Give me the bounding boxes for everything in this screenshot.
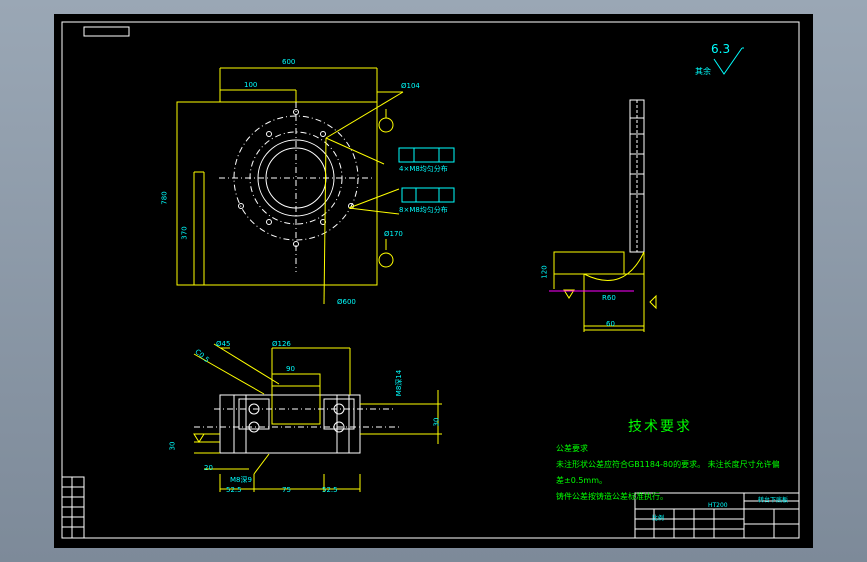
front-dim-left-height: 30 [168,441,177,451]
dim-top-offset: 100 [244,81,258,89]
roughness-label: 其余 [695,67,711,76]
title-part-name: 转台下底板 [758,497,789,504]
tech-line-4: 铸件公差按铸造公差标准执行。 [556,492,668,501]
dia-outer: Ø600 [337,298,356,306]
front-view [193,343,442,492]
title-sheet-label: 比例 [652,515,665,522]
tech-line-1: 公差要求 [556,444,588,453]
side-view [549,99,657,332]
dim-top-width: 600 [282,58,296,66]
top-plate-outline [176,101,378,286]
front-dim-bottom-mid: 75 [282,486,291,494]
note-upper: 4×M8均匀分布 [399,165,448,173]
front-dim-bottom-right: 52.5 [322,486,338,494]
front-dim-90: 90 [286,365,295,373]
note-lower: 8×M8均匀分布 [399,206,448,214]
roughness-value: 6.3 [711,42,731,56]
front-dim-thread-right: M8深14 [395,369,404,397]
tech-title: 技术要求 [628,419,692,435]
front-dim-m8: M8深9 [230,476,252,484]
bore-circle [257,139,335,217]
tech-line-3: 差±0.5mm。 [556,476,608,485]
side-dim-bottom: 60 [606,320,615,328]
roughness-symbol [713,47,744,75]
front-dim-45: Ø45 [216,340,231,348]
corner-label-box [83,26,130,37]
front-dim-bottom-left: 52.5 [226,486,242,494]
dia-bolt: Ø104 [401,82,420,90]
front-dim-right-height: 30 [432,417,441,427]
top-view [176,67,455,305]
dia-pcd: Ø170 [384,230,403,238]
side-dim-radius: R60 [602,294,616,302]
title-block [61,476,800,539]
outer-frame [61,21,800,539]
cad-drawing [61,21,800,539]
title-material: HT200 [708,502,728,509]
side-dim-vertical: 120 [540,265,549,279]
tech-line-2: 未注形状公差应符合GB1184-80的要求。 未注长度尺寸允许偏 [556,460,780,469]
dim-top-height: 780 [160,191,169,205]
front-dim-20: 20 [204,464,213,472]
drawing-sheet: 6.3 其余 600 100 780 370 Ø104 Ø170 Ø600 4×… [54,14,813,548]
dim-top-inner: 370 [180,226,189,240]
front-dim-126: Ø126 [272,340,291,348]
front-base [219,394,361,454]
